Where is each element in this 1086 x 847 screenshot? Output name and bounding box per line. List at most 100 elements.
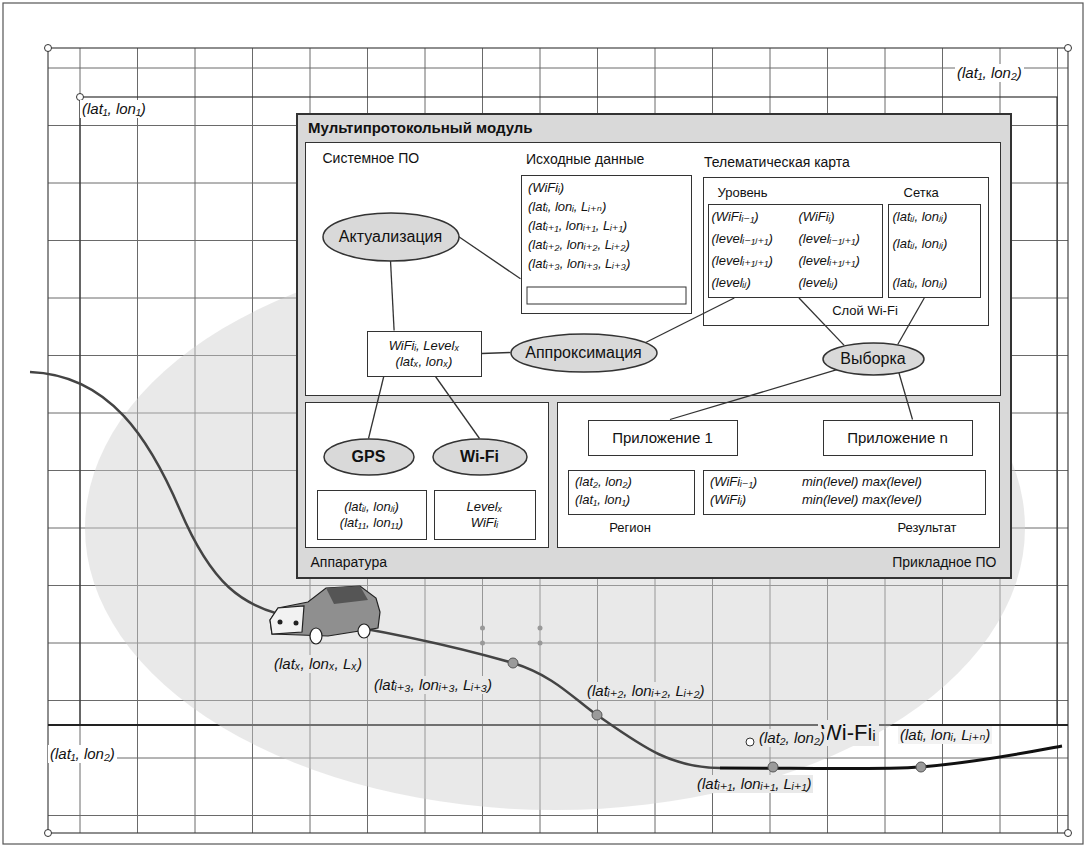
node-text: Выборка [840,349,905,368]
label-slot: (latᵢ₊₃, lonᵢ₊₃, Lᵢ₊₃) [372,676,494,694]
map-grid [48,48,1068,833]
map-coordinate: (lat₁, lon₁) [80,100,148,118]
connector-line [898,298,925,345]
text-slot: (latᵢ₊₁, lonᵢ₊₁, Lᵢ₊₁) [528,218,627,234]
text-slot: (WiFiᵢ) [710,492,746,508]
text-slot: (latᵢⱼ, lonⱼᵢ) [893,275,948,291]
node-text: (latᵢⱼ, lonⱼᵢ) [893,275,948,291]
node-text: (WiFiᵢ₋₁) [710,474,757,490]
text-slot: Системное ПО [323,150,420,167]
text-slot: (levelᵢ₋₁ⱼ₊₁) [799,231,860,247]
application-box: Приложение 1 [588,420,738,456]
text-slot: Слой Wi-Fi [832,303,898,319]
connector-line [482,353,511,354]
text-slot: Прикладное ПО [892,554,996,571]
process-ellipse: Актуализация [322,212,460,262]
empty-record [527,287,686,304]
text-slot: (latᵢ, lonᵢ, Lᵢ₊ₙ) [528,199,606,215]
connector-line [391,261,395,331]
text-slot: (WiFiᵢ) [528,180,564,196]
label-slot: (lat₁, lon₂) [48,745,117,763]
ellipse-shape [823,343,924,375]
text-slot: (levelᵢⱼ) [799,275,838,291]
map-coordinate: Wi-Fiᵢ [818,720,879,746]
grid-point [538,641,543,646]
grid-point [480,641,485,646]
connector-line [369,377,384,439]
node-text: (levelᵢⱼ) [712,275,751,291]
node-text: (lat₁₁, lon₁₁) [340,515,403,531]
node-text: (latᵢⱼ, lonⱼᵢ) [893,209,948,225]
connector-line [459,237,521,279]
region-box: (lat₂, lon₂)(lat₁, lon₁)Регион [568,470,695,515]
map-coordinate: (latₓ, lonₓ, Lₓ) [272,655,364,673]
ellipse-shape [511,334,657,372]
text-slot: (levelᵢⱼ) [712,275,751,291]
node-text: (WiFiᵢ₋₁) [712,209,759,225]
process-ellipse: Выборка [822,342,925,376]
node-text: (latᵢ₊₂, lonᵢ₊₂, Lᵢ₊₂) [528,237,630,253]
grid-point [480,626,485,631]
text-slot: Телематическая карта [704,154,850,171]
ellipse-shape [323,213,459,261]
node-text: (levelᵢ₋₁ⱼ₊₁) [712,231,773,247]
panel-ground [305,402,549,548]
map-coordinate: (latᵢ, lonᵢ, Lᵢ₊ₙ) [898,726,992,744]
node-text: min(level) max(level) [802,474,922,490]
node-text: Сетка [904,185,939,201]
node-text: (WiFiᵢ) [528,180,564,196]
device-data-box: LevelₓWiFiᵢ [434,490,536,540]
node-text: GPS [352,447,386,466]
map-coordinate: (latᵢ₊₂, lonᵢ₊₂, Lᵢ₊₂) [585,682,706,700]
label-slot: (latᵢ₊₁, lonᵢ₊₁, Lᵢ₊₁) [695,775,813,793]
node-text: Wi-Fi [460,447,499,466]
node-text: (levelᵢⱼ) [799,275,838,291]
text-slot: Мультипротокольный модуль [308,119,533,137]
track-point [592,710,602,720]
corner-point [45,45,52,52]
device-ellipse: Wi-Fi [432,438,528,476]
node-text: (latᵢ, lonᵢ, Lᵢ₊ₙ) [528,199,606,215]
result-box: (WiFiᵢ₋₁) min(level) max(level) (WiFiᵢ) min… [703,470,986,515]
node-text: WiFiᵢ, Levelₓ [389,338,460,354]
node-text: (WiFiᵢ) [710,492,746,508]
label-slot: (latᵢ₊₂, lonᵢ₊₂, Lᵢ₊₂) [585,682,706,700]
system-software-panel: Системное ПОИсходные данные(WiFiᵢ)(latᵢ,… [305,142,1001,396]
corner-point [1065,45,1072,52]
node-text: Телематическая карта [704,154,850,171]
node-text: (latᵢ₊₁, lonᵢ₊₁, Lᵢ₊₁) [528,218,627,234]
node-text: (levelᵢ₊₁ⱼ₊₁) [712,253,773,269]
map-coordinate: (latᵢ₊₁, lonᵢ₊₁, Lᵢ₊₁) [695,775,813,793]
text-slot: (latᵢ₊₂, lonᵢ₊₂, Lᵢ₊₂) [528,237,630,253]
reading-box: WiFiᵢ, Levelₓ(latₓ, lonₓ) [367,331,482,377]
node-text: Levelₓ [466,499,502,515]
track-point [768,762,778,772]
text-slot: (WiFiᵢ₋₁) [710,474,757,490]
text-slot: (latᵢⱼ, lonⱼᵢ) [893,209,948,225]
node-text: (latᵢⱼ, lonⱼᵢ) [893,236,948,252]
text-slot: Аппаратура [311,554,388,571]
node-text: (latᵢⱼ, lonⱼᵢ) [344,499,399,515]
node-text: (latₓ, lonₓ) [396,354,453,370]
panel-ground [557,402,1000,548]
text-slot: (latᵢ₊₃, lonᵢ₊₃, Lᵢ₊₃) [528,256,630,272]
node-text: Приложение n [847,429,948,447]
node-text: (levelᵢ₋₁ⱼ₊₁) [799,231,860,247]
connector-line [436,377,480,439]
connector-line [670,370,837,420]
node-text: Регион [609,520,651,536]
text-slot: (levelᵢ₋₁ⱼ₊₁) [712,231,773,247]
node-text: WiFiᵢ [471,515,499,531]
text-slot: (levelᵢ₊₁ⱼ₊₁) [799,253,860,269]
label-slot: Wi-Fiᵢ [818,720,879,746]
device-data-box: (latᵢⱼ, lonⱼᵢ)(lat₁₁, lon₁₁) [317,490,427,540]
text-slot: Сетка [904,185,939,201]
node-text: min(level) max(level) [802,492,922,508]
corner-point [746,738,754,746]
label-slot: (lat₂, lon₂) [757,729,827,747]
node-text: (lat₁, lon₁) [575,492,630,508]
node-text: Прикладное ПО [892,554,996,571]
text-slot: min(level) max(level) [802,492,922,508]
image-frame [3,3,1083,844]
